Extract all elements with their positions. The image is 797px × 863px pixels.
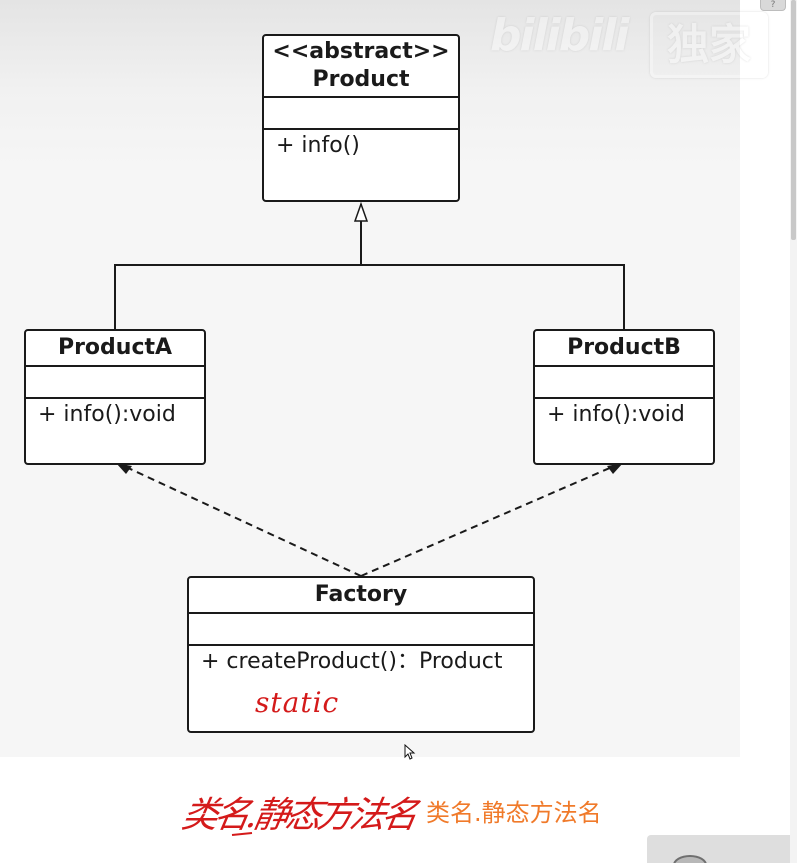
dependency-line-b — [360, 466, 613, 577]
class-factory-method: + createProduct()：Product — [201, 649, 503, 674]
class-factory-name: Factory — [189, 578, 533, 614]
help-icon[interactable]: ? — [760, 0, 786, 11]
class-product[interactable]: <<abstract>> Product + info() — [262, 34, 460, 202]
class-product-name: Product — [312, 67, 410, 92]
handwritten-note-dash — [231, 832, 253, 836]
class-product-b-attributes — [535, 367, 713, 399]
class-product-a[interactable]: ProductA + info():void — [24, 329, 206, 465]
dependency-arrowhead-a — [116, 463, 132, 474]
class-product-header: <<abstract>> Product — [264, 36, 458, 98]
class-product-b-name: ProductB — [535, 331, 713, 367]
dependency-line-a — [125, 466, 362, 577]
watermark-tag: 独家 — [650, 12, 768, 78]
class-product-method: + info() — [276, 133, 360, 158]
thumbnail-image — [673, 855, 707, 863]
inheritance-arrowhead — [353, 201, 369, 222]
scrollbar-thumb[interactable] — [791, 0, 796, 240]
inheritance-connector-b — [361, 264, 625, 329]
scrollbar-track[interactable] — [790, 0, 797, 863]
watermark-brand: bilibili — [490, 10, 629, 61]
class-product-b-method: + info():void — [547, 402, 685, 427]
class-factory[interactable]: Factory + createProduct()：Product — [187, 576, 535, 733]
class-product-b[interactable]: ProductB + info():void — [533, 329, 715, 465]
class-product-a-name: ProductA — [26, 331, 204, 367]
class-product-attributes — [264, 98, 458, 130]
bilibili-watermark: bilibili 独家 — [490, 10, 775, 82]
video-thumbnail[interactable] — [647, 835, 790, 863]
inheritance-connector-a — [114, 264, 361, 329]
handwritten-note: 类名.静态方法名 — [178, 795, 418, 836]
class-product-a-method: + info():void — [38, 402, 176, 427]
class-product-stereotype: <<abstract>> — [272, 39, 450, 64]
caption-text: 类名.静态方法名 — [426, 799, 602, 827]
mouse-cursor-icon — [404, 744, 416, 760]
class-product-a-attributes — [26, 367, 204, 399]
class-factory-attributes — [189, 614, 533, 646]
handwritten-static-annotation: static — [255, 686, 340, 719]
dependency-arrowhead-b — [607, 463, 623, 474]
